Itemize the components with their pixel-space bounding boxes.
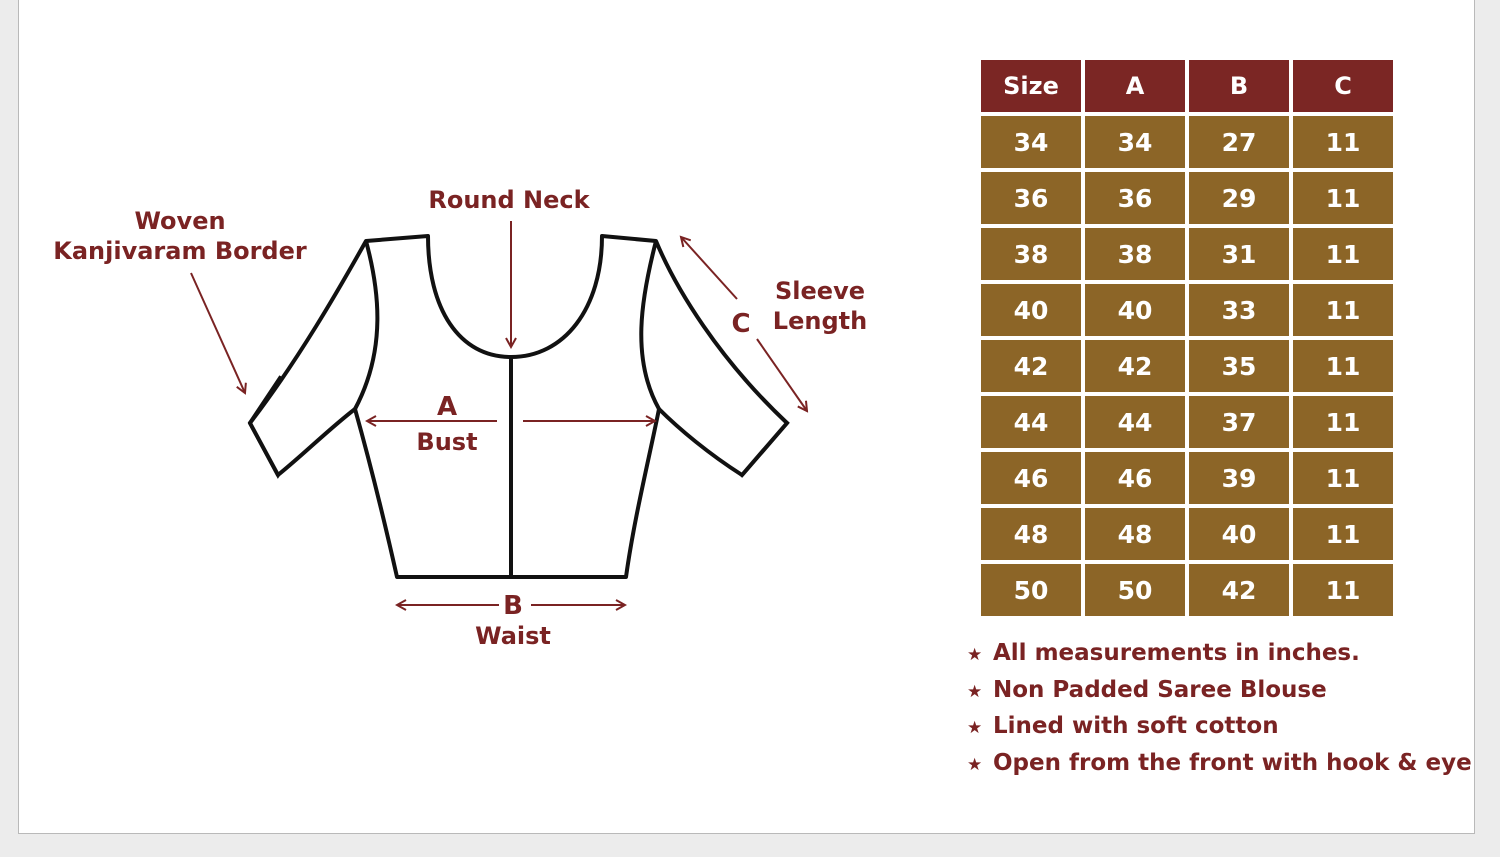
- table-cell: 38: [1085, 228, 1185, 280]
- table-row: 50 50 42 11: [981, 564, 1393, 616]
- size-chart-card: Round Neck Woven Kanjivaram Border C Sle…: [18, 0, 1475, 834]
- blouse-outline: [248, 234, 789, 579]
- note-text: Non Padded Saree Blouse: [993, 676, 1327, 703]
- table-cell: 48: [981, 508, 1081, 560]
- table-cell: 50: [981, 564, 1081, 616]
- table-header-a: A: [1085, 60, 1185, 112]
- note-text: Lined with soft cotton: [993, 713, 1279, 739]
- table-cell: 46: [1085, 452, 1185, 504]
- table-cell: 42: [1189, 564, 1289, 616]
- table-cell: 33: [1189, 284, 1289, 336]
- waist-label: Waist: [475, 622, 551, 650]
- sleeve-length-label-line1: Sleeve: [775, 277, 865, 305]
- table-row: 34 34 27 11: [981, 116, 1393, 168]
- table-cell: 36: [981, 172, 1081, 224]
- table-cell: 11: [1293, 284, 1393, 336]
- table-row: 40 40 33 11: [981, 284, 1393, 336]
- table-cell: 50: [1085, 564, 1185, 616]
- sleeve-length-letter: C: [731, 309, 750, 339]
- bust-letter: A: [437, 392, 457, 422]
- note-text: All measurements in inches.: [993, 640, 1360, 666]
- note-text: Open from the front with hook & eye: [993, 749, 1472, 776]
- notes-list: ★ All measurements in inches. ★ Non Padded…: [967, 635, 1472, 781]
- list-item: ★ Open from the front with hook & eye: [967, 745, 1472, 782]
- table-cell: 40: [981, 284, 1081, 336]
- table-cell: 37: [1189, 396, 1289, 448]
- table-cell: 34: [981, 116, 1081, 168]
- table-row: 42 42 35 11: [981, 340, 1393, 392]
- sleeve-arrow-upper: [681, 237, 738, 300]
- left-armhole-seam: [353, 240, 380, 410]
- table-cell: 11: [1293, 396, 1393, 448]
- list-item: ★ Lined with soft cotton: [967, 708, 1472, 745]
- table-cell: 11: [1293, 564, 1393, 616]
- table-header-b: B: [1189, 60, 1289, 112]
- border-label-line2: Kanjivaram Border: [53, 237, 307, 265]
- table-row: 48 48 40 11: [981, 508, 1393, 560]
- table-row: 44 44 37 11: [981, 396, 1393, 448]
- table-cell: 11: [1293, 508, 1393, 560]
- blouse-diagram: Round Neck Woven Kanjivaram Border C Sle…: [53, 186, 867, 650]
- table-row: 46 46 39 11: [981, 452, 1393, 504]
- sleeve-arrow-lower: [756, 338, 807, 411]
- table-cell: 11: [1293, 340, 1393, 392]
- border-arrow: [190, 272, 245, 393]
- star-icon: ★: [967, 645, 983, 665]
- table-row: 38 38 31 11: [981, 228, 1393, 280]
- table-header-c: C: [1293, 60, 1393, 112]
- table-cell: 42: [1085, 340, 1185, 392]
- table-cell: 11: [1293, 172, 1393, 224]
- bust-label: Bust: [416, 428, 477, 456]
- star-icon: ★: [967, 718, 983, 738]
- table-cell: 40: [1189, 508, 1289, 560]
- table-cell: 39: [1189, 452, 1289, 504]
- star-icon: ★: [967, 754, 983, 775]
- table-cell: 11: [1293, 452, 1393, 504]
- list-item: ★ Non Padded Saree Blouse: [967, 672, 1472, 709]
- table-cell: 46: [981, 452, 1081, 504]
- right-armhole-seam: [639, 240, 661, 410]
- table-header-row: Size A B C: [981, 60, 1393, 112]
- table-cell: 11: [1293, 228, 1393, 280]
- table-cell: 42: [981, 340, 1081, 392]
- table-cell: 11: [1293, 116, 1393, 168]
- table-cell: 35: [1189, 340, 1289, 392]
- table-header-size: Size: [981, 60, 1081, 112]
- table-cell: 44: [981, 396, 1081, 448]
- table-row: 36 36 29 11: [981, 172, 1393, 224]
- size-table: Size A B C 34 34 27 11 36 36 29 11 38 38: [977, 56, 1397, 620]
- sleeve-length-label-line2: Length: [773, 307, 867, 335]
- round-neck-label: Round Neck: [428, 186, 590, 214]
- table-cell: 27: [1189, 116, 1289, 168]
- table-cell: 38: [981, 228, 1081, 280]
- table-cell: 48: [1085, 508, 1185, 560]
- list-item: ★ All measurements in inches.: [967, 635, 1472, 672]
- table-cell: 31: [1189, 228, 1289, 280]
- star-icon: ★: [967, 681, 983, 702]
- table-cell: 40: [1085, 284, 1185, 336]
- table-cell: 44: [1085, 396, 1185, 448]
- border-label-line1: Woven: [134, 207, 225, 235]
- waist-letter: B: [503, 591, 523, 621]
- table-cell: 36: [1085, 172, 1185, 224]
- table-cell: 34: [1085, 116, 1185, 168]
- table-cell: 29: [1189, 172, 1289, 224]
